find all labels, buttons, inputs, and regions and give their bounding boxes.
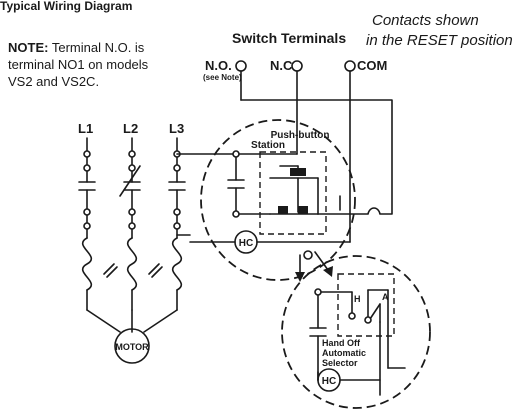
pushbutton-box <box>259 151 327 235</box>
terminal-nc-label: N.C. <box>270 58 296 73</box>
selector-wiring <box>309 288 406 396</box>
pushbutton-boundary <box>200 119 356 281</box>
note-line2: terminal NO1 on models <box>8 57 149 72</box>
hc-label: HC <box>239 238 253 249</box>
switch-terminals-label: Switch Terminals <box>232 30 346 46</box>
note-line1: NOTE: Terminal N.O. is <box>8 40 145 55</box>
motor-label: MOTOR <box>115 342 149 352</box>
terminal-com-screw <box>344 60 356 72</box>
line-l2-label: L2 <box>123 121 138 136</box>
note-line3: VS2 and VS2C. <box>8 74 99 89</box>
terminal-no-label: N.O. <box>205 58 232 73</box>
note-text1: Terminal N.O. is <box>52 40 145 55</box>
motor-lead-3 <box>143 309 178 333</box>
terminal-nc-screw <box>291 60 303 72</box>
terminal-com-label: COM <box>357 58 387 73</box>
selector-box <box>337 273 395 337</box>
motor-lead-1 <box>86 309 121 333</box>
pushbutton-label-1: Push-button <box>271 130 330 141</box>
selector-label-3: Selector <box>322 358 358 368</box>
selector-arrows <box>295 250 333 282</box>
pushbutton-wiring <box>227 70 341 218</box>
line-l1-label: L1 <box>78 121 93 136</box>
terminal-no-screw <box>235 60 247 72</box>
selector-a-label: A <box>382 292 389 302</box>
terminal-no-sub: (see Note) <box>203 73 242 82</box>
selector-label-2: Automatic <box>322 348 366 358</box>
line-l3-label: L3 <box>169 121 184 136</box>
note-label: NOTE: <box>8 40 48 55</box>
motor-symbol <box>114 328 150 364</box>
selector-label-1: Hand Off <box>322 338 361 348</box>
hc2-label: HC <box>322 376 336 387</box>
selector-boundary <box>281 255 431 409</box>
top-text: Typical Wiring Diagram <box>0 0 132 13</box>
selector-h-label: H <box>354 294 361 304</box>
contacts-note-line2: in the RESET position <box>366 32 513 49</box>
power-lines <box>78 137 237 311</box>
contacts-note-line1: Contacts shown <box>372 12 479 29</box>
pushbutton-label-2: Station <box>251 140 285 151</box>
nc-return-wire <box>317 99 393 215</box>
